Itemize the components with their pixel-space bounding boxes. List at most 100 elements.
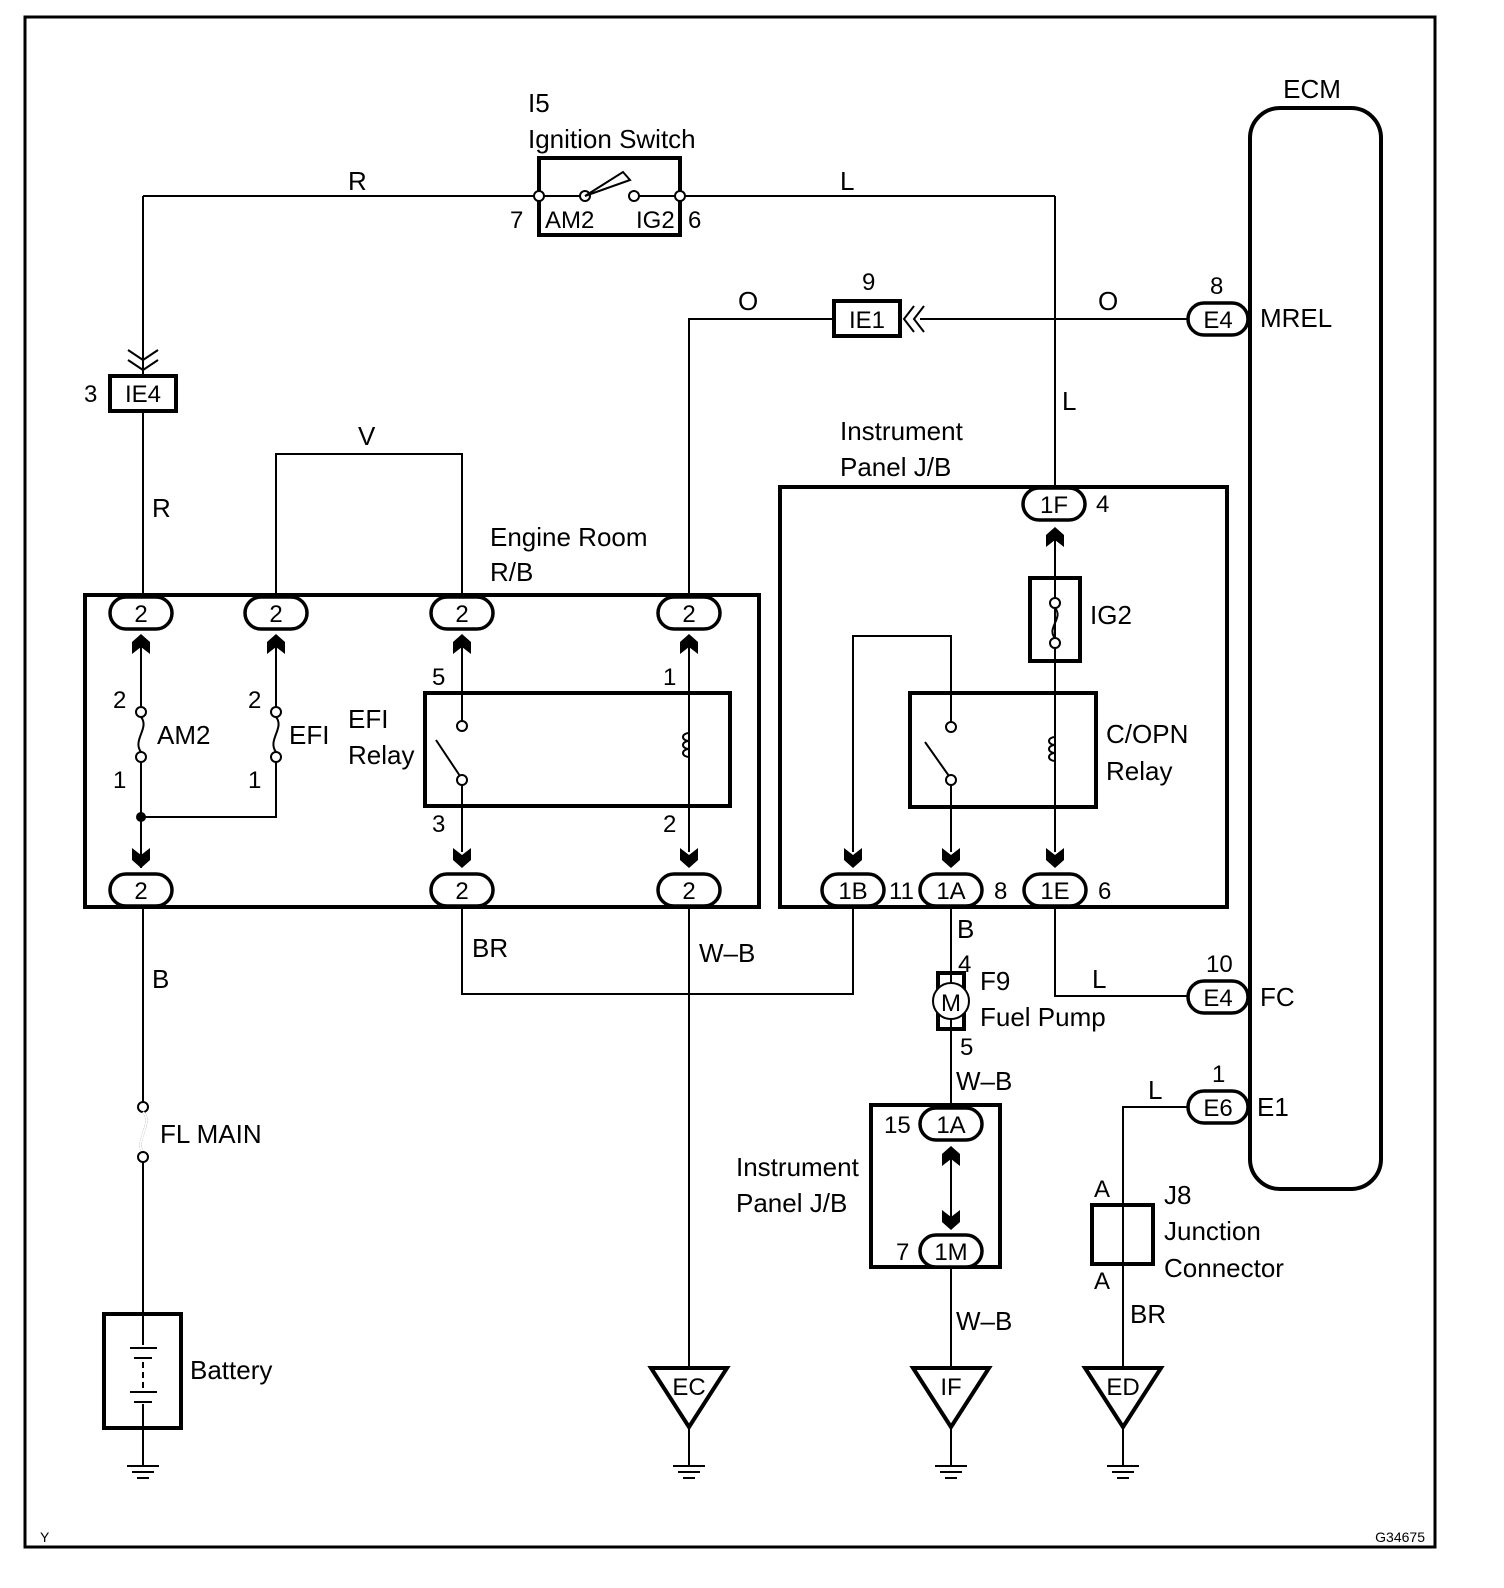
wire-color-v: V [358, 421, 376, 451]
rb-top-connector-3: 2 [429, 595, 495, 631]
connector-1f: 1F 4 [1021, 486, 1109, 522]
ignition-switch: I5 Ignition Switch 7 AM2 IG2 6 [143, 88, 1055, 237]
copn-relay-label2: Relay [1106, 756, 1172, 786]
copn-relay-label: C/OPN [1106, 719, 1188, 749]
fuse-ig2-label: IG2 [1090, 600, 1132, 630]
fuse-ig2: IG2 [1028, 576, 1132, 663]
j8-code: J8 [1164, 1180, 1191, 1210]
rb-top-connector-4: 2 [656, 595, 722, 631]
wire-color-br-ed: BR [1130, 1299, 1166, 1329]
instrument-panel-jb-lower: Instrument Panel J/B 1A 15 1M 7 [736, 1103, 1002, 1269]
ground-ed-label: ED [1106, 1374, 1139, 1401]
j8-label2: Connector [1164, 1253, 1284, 1283]
connector-ie1: IE1 9 [832, 269, 925, 338]
connector-1a-lower-pin: 15 [884, 1112, 911, 1139]
rb-top-connector-1: 2 [108, 595, 174, 631]
connector-1a: 1A 8 [918, 872, 1007, 908]
connector-e4-pin: 8 [1210, 273, 1223, 300]
wire-color-wb-ec: W–B [699, 938, 755, 968]
fuse-am2-pin2: 2 [113, 687, 126, 714]
rb-top-connector-2: 2 [243, 595, 309, 631]
ground-icon [127, 1465, 159, 1479]
fuel-pump-label: Fuel Pump [980, 1002, 1106, 1032]
instrument-panel-jb-label2: Panel J/B [840, 452, 951, 482]
efi-relay-label: EFI [348, 704, 388, 734]
ignition-pin-7: 7 [510, 207, 523, 234]
ecm-signal-fc: FC [1260, 982, 1295, 1012]
svg-text:1E: 1E [1040, 878, 1069, 905]
connector-e4-code: E4 [1203, 307, 1232, 334]
battery-label: Battery [190, 1355, 272, 1385]
fuel-pump-code: F9 [980, 966, 1010, 996]
fuel-pump-pin5: 5 [960, 1034, 973, 1061]
fuse-efi-pin2: 2 [248, 687, 261, 714]
wire-color-l-fc: L [1092, 964, 1106, 994]
wire-color-o-right: O [1098, 286, 1118, 316]
connector-1f-pin: 4 [1096, 491, 1109, 518]
ecm-signal-e1: E1 [1257, 1092, 1289, 1122]
j8-label: Junction [1164, 1216, 1261, 1246]
connector-ie4: IE4 3 [84, 349, 178, 413]
connector-1a-pin: 8 [994, 878, 1007, 905]
ground-point-ec: EC [647, 1366, 731, 1479]
connector-1e: 1E 6 [1022, 872, 1111, 908]
wire-color-b-pump: B [957, 914, 974, 944]
svg-text:2: 2 [134, 601, 147, 628]
relay-coil-icon [1048, 736, 1056, 762]
fl-main-label: FL MAIN [160, 1119, 262, 1149]
j8-pin-a-top: A [1094, 1176, 1110, 1203]
efi-relay-pin2: 2 [663, 811, 676, 838]
ignition-switch-code: I5 [528, 88, 550, 118]
wire-color-br: BR [472, 933, 508, 963]
wire-color-l-right: L [1062, 386, 1076, 416]
wire-color-o-left: O [738, 286, 758, 316]
connector-ie4-code: IE4 [125, 381, 161, 408]
svg-text:2: 2 [134, 878, 147, 905]
instrument-panel-jb2-label: Instrument [736, 1152, 860, 1182]
svg-text:1M: 1M [934, 1239, 967, 1266]
connector-e6-pin: 1 [1212, 1061, 1225, 1088]
ignition-contact-ig2: IG2 [636, 207, 675, 234]
connector-e4-fc: E4 10 FC [1186, 951, 1295, 1015]
connector-e4-fc-code: E4 [1203, 985, 1232, 1012]
connector-1b-pin: 11 [889, 878, 914, 905]
engine-room-rb-label2: R/B [490, 557, 533, 587]
ground-point-ed: ED [1081, 1366, 1165, 1479]
engine-room-relay-block: Engine Room R/B 2 2 2 2 2 1 AM2 [83, 522, 761, 909]
connector-1a-lower: 1A 15 [884, 1106, 984, 1142]
svg-text:1B: 1B [838, 878, 867, 905]
ground-point-if: IF [909, 1366, 993, 1479]
rb-bottom-connector-2: 2 [429, 872, 495, 908]
svg-text:2: 2 [269, 601, 282, 628]
instrument-panel-jb: Instrument Panel J/B 1F 4 IG2 [778, 416, 1229, 909]
wire-color-l-e1: L [1148, 1075, 1162, 1105]
connector-1m-pin: 7 [896, 1239, 909, 1266]
connector-e6-e1: E6 1 E1 [1186, 1061, 1289, 1125]
connector-ie4-pin: 3 [84, 381, 97, 408]
wire-color-r-top: R [348, 166, 367, 196]
instrument-panel-jb2-label2: Panel J/B [736, 1188, 847, 1218]
connector-e6-code: E6 [1203, 1095, 1232, 1122]
instrument-panel-jb-label: Instrument [840, 416, 964, 446]
efi-relay: EFI Relay 5 3 1 2 [348, 634, 732, 868]
svg-text:2: 2 [455, 878, 468, 905]
efi-relay-pin1: 1 [663, 664, 676, 691]
fusible-link-fl-main: FL MAIN [137, 1101, 262, 1163]
fuse-am2-label: AM2 [157, 720, 210, 750]
ecm: ECM [1248, 74, 1383, 1191]
wire-color-l-top: L [840, 166, 854, 196]
wire-color-r-left: R [152, 493, 171, 523]
svg-text:2: 2 [455, 601, 468, 628]
ground-ec-label: EC [672, 1374, 705, 1401]
relay-coil-icon [682, 732, 690, 758]
ignition-contact-am2: AM2 [545, 207, 594, 234]
connector-e4-fc-pin: 10 [1206, 951, 1233, 978]
connector-1e-pin: 6 [1098, 878, 1111, 905]
fuse-am2-pin1: 1 [113, 767, 126, 794]
fuse-efi-pin1: 1 [248, 767, 261, 794]
wire-color-wb-pump: W–B [956, 1066, 1012, 1096]
efi-relay-pin3: 3 [432, 811, 445, 838]
ignition-pin-6: 6 [688, 207, 701, 234]
fuse-efi-label: EFI [289, 720, 329, 750]
